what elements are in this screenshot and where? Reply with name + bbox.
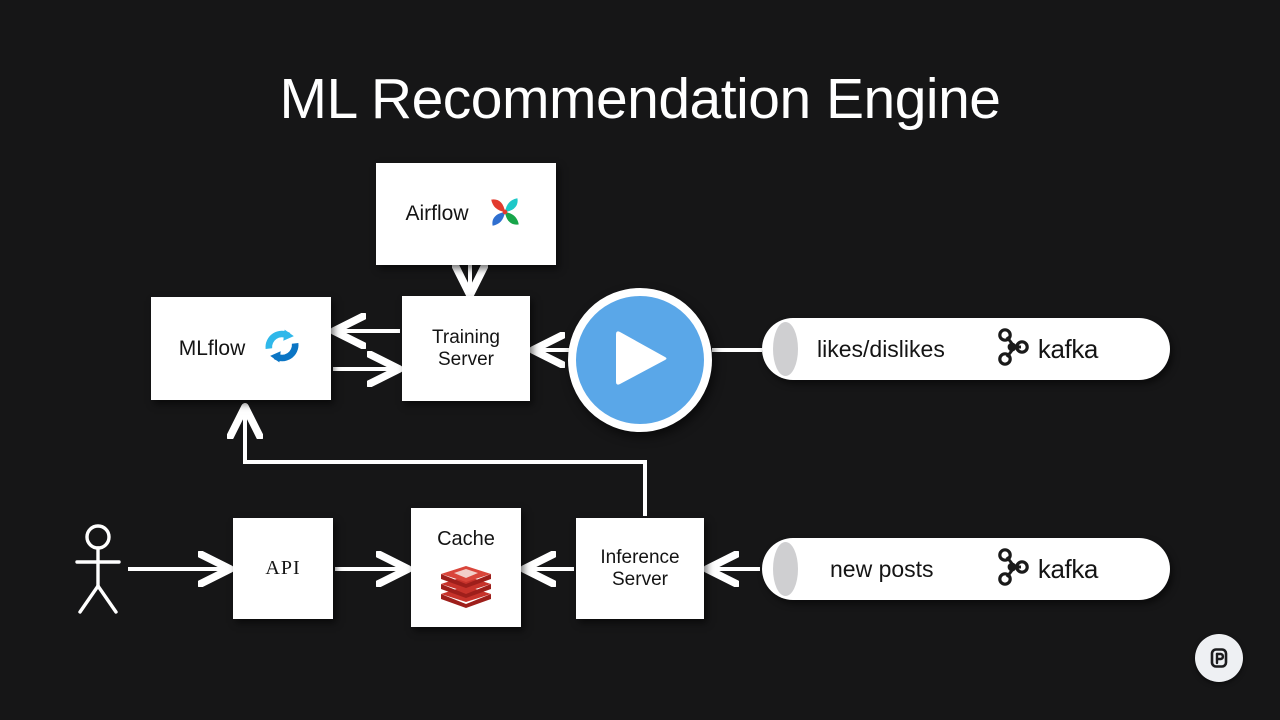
queue-cylinder-cap <box>773 322 798 376</box>
kafka-brand-likes: kafka <box>996 327 1099 371</box>
queue-likes-dislikes[interactable]: likes/dislikes kafka <box>762 318 1170 380</box>
stick-figure-user-icon <box>72 524 124 616</box>
node-inference-server-label: Inference Server <box>600 547 679 590</box>
node-airflow-label: Airflow <box>405 202 469 226</box>
inference-line-1: Inference <box>600 547 680 569</box>
airflow-pinwheel-icon <box>483 190 527 239</box>
queue-cylinder-cap <box>773 542 798 596</box>
queue-likes-dislikes-label: likes/dislikes <box>817 335 945 362</box>
kafka-logo-icon <box>996 327 1030 371</box>
play-triangle-icon <box>607 323 673 398</box>
node-cache[interactable]: Cache <box>411 508 521 627</box>
node-api[interactable]: API <box>233 518 333 619</box>
redis-stack-icon <box>437 560 495 613</box>
mlflow-refresh-icon <box>261 325 303 372</box>
app-logo-badge-icon[interactable] <box>1195 634 1243 682</box>
page-title: ML Recommendation Engine <box>279 67 1001 131</box>
training-line-1: Training <box>432 327 500 349</box>
play-button[interactable] <box>568 288 712 432</box>
kafka-wordmark: kafka <box>1037 333 1099 364</box>
node-training-server[interactable]: Training Server <box>402 296 530 401</box>
kafka-logo-icon <box>996 547 1030 591</box>
node-airflow[interactable]: Airflow <box>376 163 556 265</box>
kafka-brand-posts: kafka <box>996 547 1099 591</box>
node-inference-server[interactable]: Inference Server <box>576 518 704 619</box>
node-mlflow[interactable]: MLflow <box>151 297 331 400</box>
node-mlflow-label: MLflow <box>178 336 246 360</box>
node-training-server-label: Training Server <box>432 327 500 370</box>
node-cache-label: Cache <box>437 528 495 550</box>
queue-new-posts[interactable]: new posts kafka <box>762 538 1170 600</box>
connector-inference-to-mlflow-feedback <box>245 410 647 516</box>
node-api-label: API <box>265 557 301 580</box>
training-line-2: Server <box>438 348 494 370</box>
inference-line-2: Server <box>612 568 668 590</box>
kafka-wordmark: kafka <box>1037 553 1099 584</box>
queue-new-posts-label: new posts <box>830 555 934 582</box>
